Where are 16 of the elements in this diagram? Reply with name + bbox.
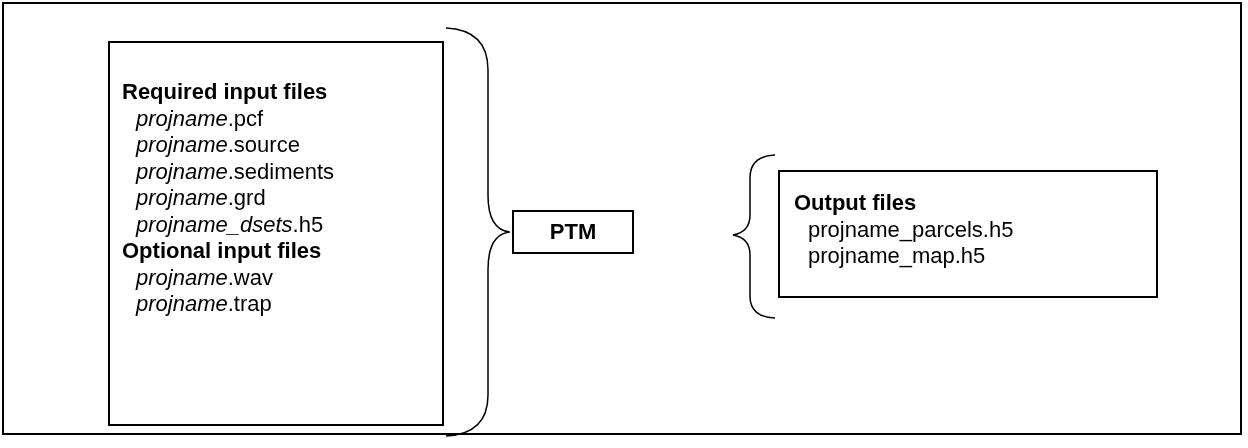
file-name: projname_map.h5 [807,243,986,270]
file-name: projname.source [134,132,300,159]
process-label: PTM [549,218,597,246]
file-list-box [778,170,1158,298]
file-name: projname.grd [134,185,266,212]
section-heading: Required input files [122,79,328,106]
section-heading: Output files [794,190,917,217]
file-name: projname.pcf [134,105,264,132]
file-name: projname_dsets.h5 [134,211,324,238]
file-name: projname.trap [134,291,272,318]
file-list-box [108,41,444,426]
file-name: projname.wav [134,264,273,291]
process-box [512,210,634,254]
file-name: projname_parcels.h5 [807,216,1014,243]
file-name: projname.sediments [134,158,335,185]
section-heading: Optional input files [122,238,322,265]
